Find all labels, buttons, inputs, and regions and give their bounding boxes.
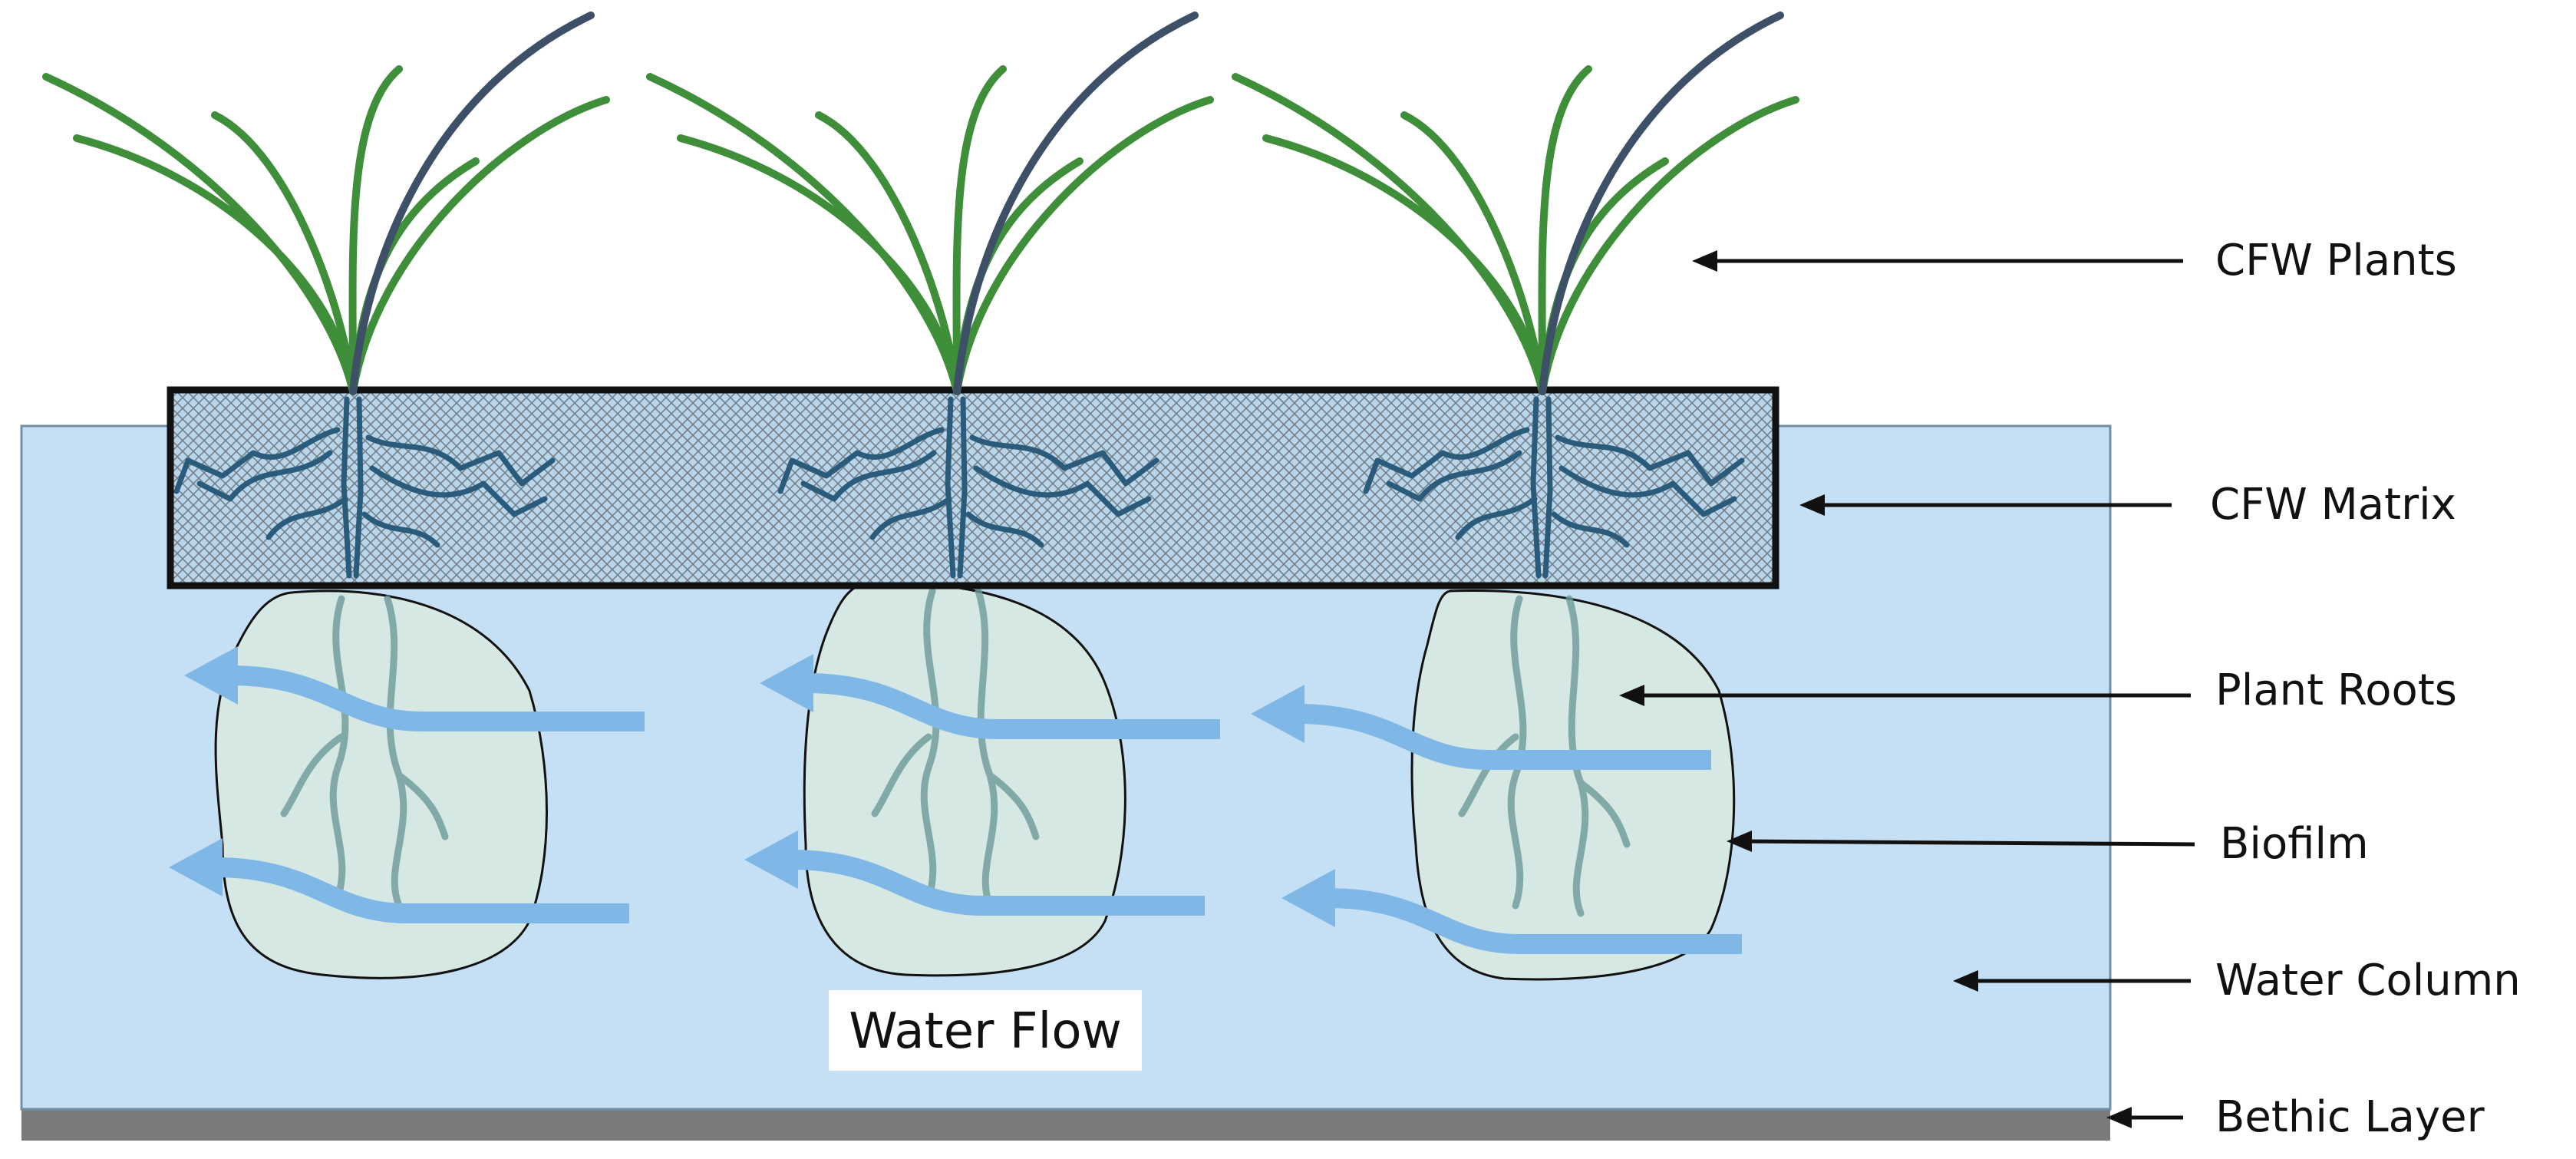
label-water-column: Water Column (2215, 956, 2521, 1005)
cfw-matrix-mesh (170, 390, 1776, 586)
cfw-matrix-border (167, 386, 1779, 589)
biofilm-blob-2 (803, 582, 1126, 977)
pointer-arrows (1619, 250, 2195, 1128)
label-biofilm: Biofilm (2220, 819, 2369, 869)
label-benthic-layer: Bethic Layer (2215, 1092, 2485, 1142)
label-cfw-plants: CFW Plants (2215, 236, 2457, 286)
label-plant-roots: Plant Roots (2215, 665, 2457, 715)
water-flow-box (829, 990, 1142, 1071)
water-flow-label: Water Flow (849, 1003, 1122, 1060)
benthic-layer (21, 1110, 2110, 1141)
label-cfw-matrix: CFW Matrix (2210, 480, 2456, 530)
biofilm-blob-3 (1410, 589, 1736, 981)
biofilm-roots (280, 587, 1631, 917)
